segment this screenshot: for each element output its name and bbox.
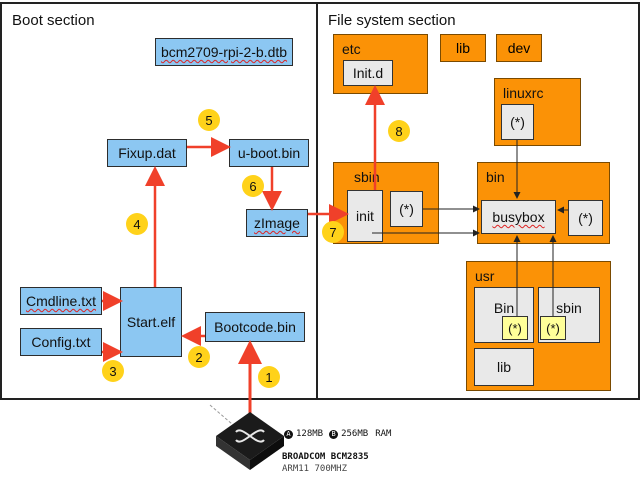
linuxrc-link: (*) — [501, 104, 534, 140]
zimage-file-label: zImage — [254, 215, 300, 231]
linuxrc-link-label: (*) — [510, 114, 525, 130]
usr-sbin-link-label: (*) — [546, 320, 560, 336]
usr-lib-dir: lib — [474, 348, 534, 386]
ram-unit: RAM — [375, 429, 392, 439]
start-elf-file-label: Start.elf — [126, 314, 176, 330]
step-4: 4 — [126, 213, 148, 235]
etc-folder-label: etc — [342, 41, 361, 57]
chip-dashed-leader — [209, 404, 233, 425]
init-file-label: init — [356, 208, 374, 224]
bootcode-file: Bootcode.bin — [205, 312, 305, 342]
boot-section-title: Boot section — [12, 12, 95, 29]
usr-sbin-link: (*) — [540, 316, 566, 340]
step-3: 3 — [102, 360, 124, 382]
dev-folder-label: dev — [507, 40, 531, 56]
lib-folder-label: lib — [455, 40, 470, 56]
fixup-file-label: Fixup.dat — [118, 145, 176, 161]
usr-bin-link-label: (*) — [508, 320, 522, 336]
chip-vendor: BROADCOM BCM2835 — [282, 452, 369, 462]
bin-link: (*) — [568, 200, 603, 236]
bin-link-label: (*) — [578, 210, 593, 226]
usr-lib-dir-label: lib — [496, 359, 511, 375]
step-7: 7 — [322, 221, 344, 243]
chip-cpu: ARM11 700MHZ — [282, 464, 348, 474]
start-elf-file: Start.elf — [120, 287, 182, 357]
option-b-marker-icon: B — [329, 429, 339, 439]
config-file: Config.txt — [20, 328, 102, 356]
bin-folder-label: bin — [486, 169, 505, 185]
cmdline-file: Cmdline.txt — [20, 287, 102, 315]
step-6: 6 — [242, 175, 264, 197]
cmdline-file-label: Cmdline.txt — [25, 293, 97, 309]
dtb-file-label: bcm2709-rpi-2-b.dtb — [160, 44, 288, 60]
ram-spec: A 128MB B 256MB RAM — [284, 429, 391, 439]
sbin-link-label: (*) — [399, 201, 414, 217]
lib-folder: lib — [440, 34, 486, 62]
config-file-label: Config.txt — [31, 334, 91, 350]
dtb-file: bcm2709-rpi-2-b.dtb — [155, 38, 293, 66]
usr-sbin-dir-label: sbin — [556, 300, 582, 316]
chip-icon — [216, 412, 284, 470]
ram-option-a: 128MB — [296, 429, 324, 439]
linuxrc-folder-label: linuxrc — [503, 85, 544, 101]
sbin-folder-label: sbin — [354, 169, 380, 185]
usr-bin-dir-label: Bin — [493, 300, 515, 316]
uboot-file-label: u-boot.bin — [237, 145, 301, 161]
usr-bin-link: (*) — [502, 316, 528, 340]
step-5: 5 — [198, 109, 220, 131]
busybox-file: busybox — [481, 200, 556, 234]
uboot-file: u-boot.bin — [229, 139, 309, 167]
usr-folder-label: usr — [475, 268, 495, 284]
ram-option-b: 256MB — [341, 429, 369, 439]
busybox-file-label: busybox — [492, 209, 545, 225]
step-2: 2 — [188, 346, 210, 368]
step-8: 8 — [388, 120, 410, 142]
initd-dir-label: Init.d — [352, 65, 384, 81]
dev-folder: dev — [496, 34, 542, 62]
initd-dir: Init.d — [343, 60, 393, 86]
file-system-section-title: File system section — [328, 12, 456, 29]
option-a-marker-icon: A — [284, 429, 293, 439]
bootcode-file-label: Bootcode.bin — [214, 319, 296, 335]
sbin-link: (*) — [390, 191, 423, 227]
zimage-file: zImage — [246, 209, 308, 237]
step-1: 1 — [258, 366, 280, 388]
